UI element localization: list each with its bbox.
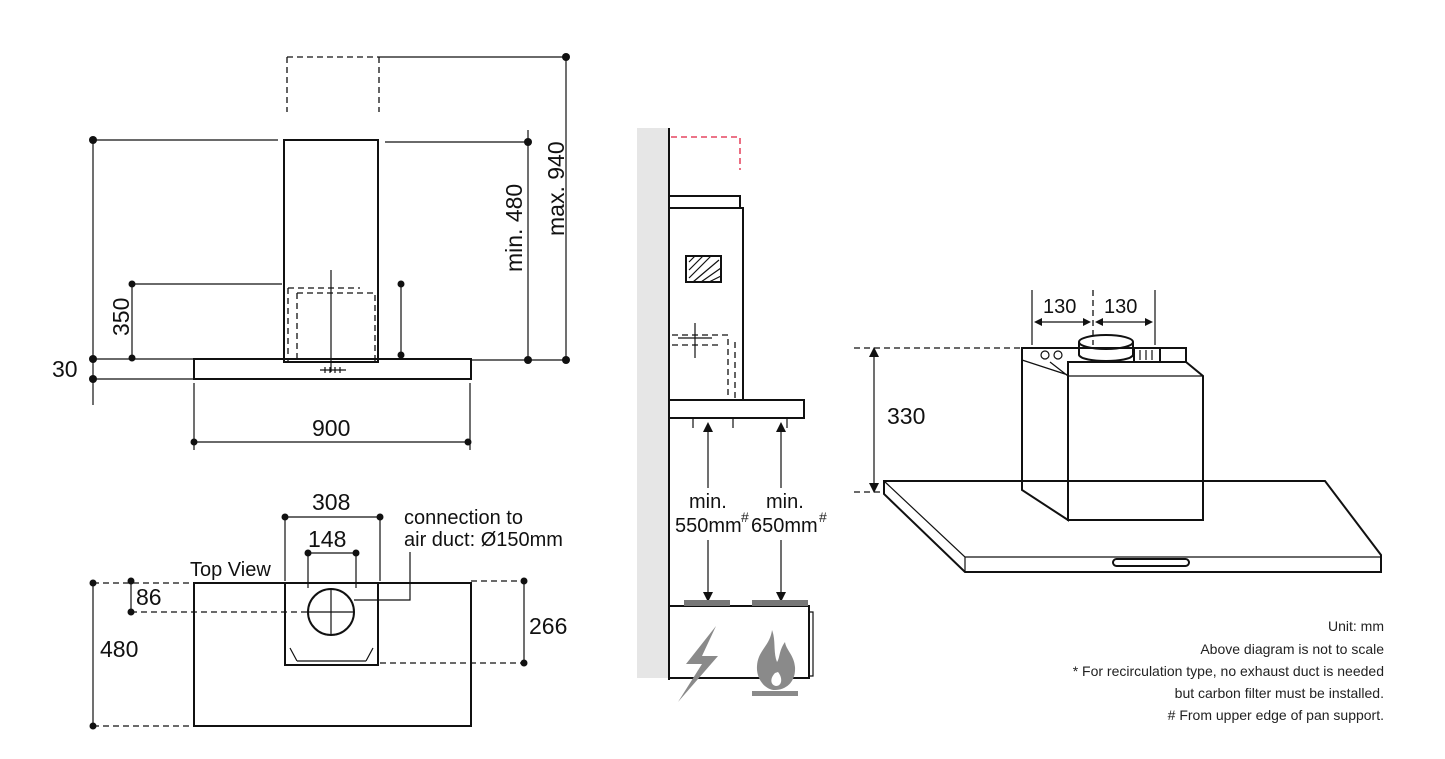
gas-flame-icon (756, 630, 796, 690)
recirculation-dashed (671, 136, 741, 170)
note-pan-support: # From upper edge of pan support. (1168, 707, 1384, 723)
dim-max-940-label: max. 940 (543, 141, 569, 236)
side-view: min. 550mm # min. 650mm # (637, 128, 827, 702)
dim-900-label: 900 (312, 415, 350, 441)
note-recirculation-1: * For recirculation type, no exhaust duc… (1073, 663, 1384, 679)
dim-148-label: 148 (308, 526, 346, 552)
iso-light-bar (1112, 558, 1190, 567)
wall (637, 128, 669, 678)
notes: Unit: mm Above diagram is not to scale *… (1073, 618, 1385, 723)
top-view-canopy (193, 582, 472, 727)
min-value-650: 650mm (751, 515, 818, 537)
chimney-extension-dashed (286, 56, 380, 112)
pan-support-left (684, 600, 730, 606)
dim-330-label: 330 (887, 403, 925, 429)
iso-chimney (1067, 361, 1204, 521)
inner-duct-dashed (287, 287, 376, 362)
top-view-chimney (284, 582, 379, 666)
pan-support-right (752, 600, 808, 606)
iso-view: 130 130 330 (854, 290, 1382, 573)
hash-550: # (741, 509, 749, 525)
side-chimney (668, 207, 744, 401)
hood-canopy (193, 358, 472, 380)
min-label-550: min. (689, 491, 727, 513)
top-view-title: Top View (190, 559, 271, 581)
dim-350-label: 350 (108, 298, 134, 336)
connection-label-line1: connection to (404, 507, 523, 529)
dim-480-label: 480 (100, 636, 138, 662)
electric-bolt-icon (678, 626, 718, 702)
dim-86-label: 86 (136, 584, 162, 610)
iso-canopy (883, 480, 1382, 573)
min-value-550: 550mm (675, 515, 742, 537)
cooktop (668, 605, 810, 679)
dim-308-label: 308 (312, 489, 350, 515)
side-canopy (668, 399, 805, 419)
dim-30-label: 30 (52, 356, 78, 382)
dim-min-480-label: min. 480 (501, 184, 527, 272)
min-label-650: min. (766, 491, 804, 513)
note-scale: Above diagram is not to scale (1200, 641, 1384, 657)
note-recirculation-2: but carbon filter must be installed. (1175, 685, 1384, 701)
top-view: Top View connection to air duct: Ø150mm … (89, 489, 567, 730)
control-knobs (320, 367, 346, 373)
connection-label-line2: air duct: Ø150mm (404, 529, 563, 551)
hash-650: # (819, 509, 827, 525)
front-view: 30 350 900 min. 480 max. 940 (52, 53, 570, 450)
dim-266-label: 266 (529, 613, 567, 639)
note-unit: Unit: mm (1328, 618, 1384, 634)
dim-130-left-label: 130 (1043, 296, 1076, 318)
hatched-label (685, 255, 722, 283)
dim-130-right-label: 130 (1104, 296, 1137, 318)
